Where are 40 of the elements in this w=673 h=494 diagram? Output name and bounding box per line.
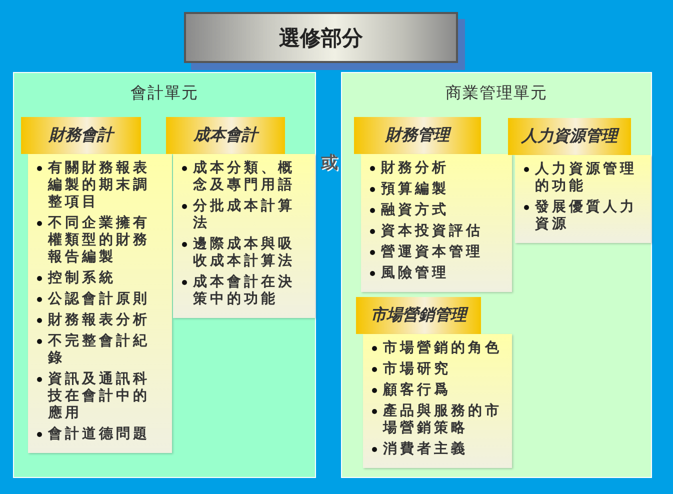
unit-panel <box>341 72 652 478</box>
list-item: 營運資本管理 <box>369 244 506 261</box>
list-item: 財務報表分析 <box>36 312 166 329</box>
list-item: 公認會計原則 <box>36 291 166 308</box>
heading-tab: 市場營銷管理 <box>356 297 481 334</box>
list-item: 不同企業擁有權類型的財務報告編製 <box>36 215 166 266</box>
list-item: 市場研究 <box>371 361 506 378</box>
list-card <box>28 154 172 453</box>
list-card <box>515 155 651 243</box>
list-card <box>363 334 512 468</box>
list-item: 成本分類、概念及專門用語 <box>181 160 309 194</box>
list-item: 資本投資評估 <box>369 223 506 240</box>
list-item: 控制系統 <box>36 270 166 287</box>
list-item: 人力資源管理的功能 <box>523 161 645 195</box>
list-item: 資訊及通訊科技在會計中的應用 <box>36 371 166 422</box>
list-card <box>361 154 512 292</box>
list-item: 會計道德問題 <box>36 426 166 443</box>
list-item: 成本會計在決策中的功能 <box>181 274 309 308</box>
list-item: 發展優質人力資源 <box>523 199 645 233</box>
list-item: 有關財務報表編製的期末調整項目 <box>36 160 166 211</box>
list-item: 市場營銷的角色 <box>371 340 506 357</box>
list-item: 風險管理 <box>369 265 506 282</box>
list-card <box>173 154 315 318</box>
list-item: 邊際成本與吸收成本計算法 <box>181 236 309 270</box>
list-item: 財務分析 <box>369 160 506 177</box>
heading-tab: 財務管理 <box>354 117 481 154</box>
panel-title: 會計單元 <box>130 83 198 104</box>
list-item: 融資方式 <box>369 202 506 219</box>
unit-panel <box>13 72 316 478</box>
heading-tab: 成本會計 <box>166 117 285 154</box>
heading-tab: 人力資源管理 <box>508 118 631 155</box>
heading-tab: 財務會計 <box>21 117 141 154</box>
list-item: 分批成本計算法 <box>181 198 309 232</box>
list-item: 產品與服務的市場營銷策略 <box>371 403 506 437</box>
connector-word: 或 <box>321 152 338 174</box>
panel-title: 商業管理單元 <box>446 83 548 104</box>
list-item: 顧客行爲 <box>371 382 506 399</box>
list-item: 消費者主義 <box>371 441 506 458</box>
list-item: 不完整會計紀錄 <box>36 333 166 367</box>
list-item: 預算編製 <box>369 181 506 198</box>
